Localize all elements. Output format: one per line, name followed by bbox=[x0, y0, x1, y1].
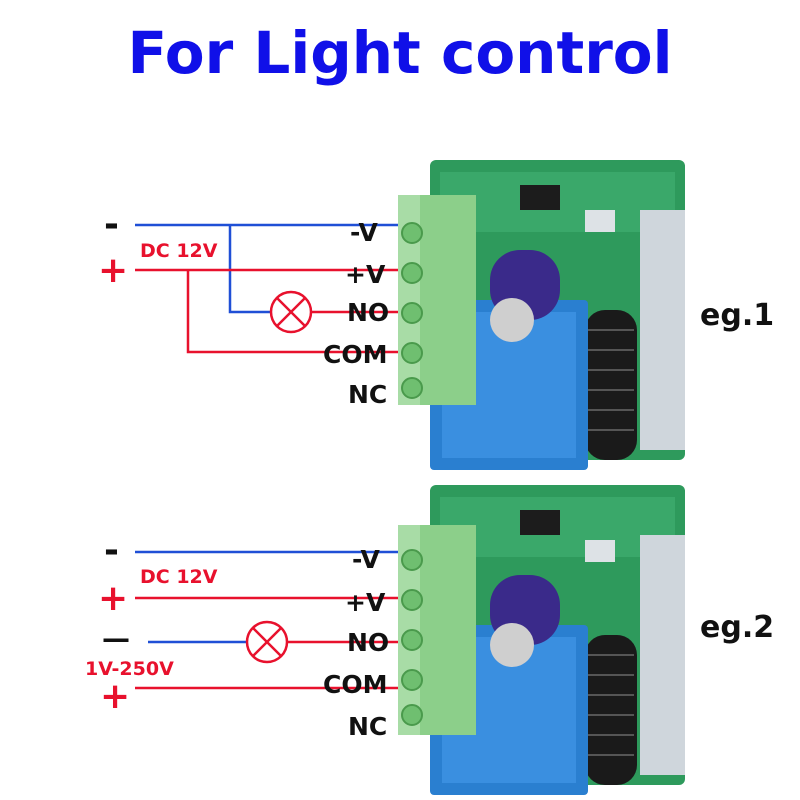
terminal-label-com-2: COM bbox=[323, 670, 388, 699]
terminal-label-plus-v-1: +V bbox=[345, 260, 386, 289]
example-label-2: eg.2 bbox=[700, 610, 775, 645]
example-label-1: eg.1 bbox=[700, 298, 775, 333]
plus-sign-2: + bbox=[98, 578, 129, 619]
terminal-label-nc-1: NC bbox=[348, 380, 388, 409]
page-title: For Light control bbox=[127, 19, 673, 87]
lamp-return-wire-1 bbox=[228, 225, 270, 314]
load-supply-label-2: 1V-250V bbox=[85, 658, 174, 680]
supply-label-2: DC 12V bbox=[140, 566, 218, 588]
supply-label-1: DC 12V bbox=[140, 240, 218, 262]
terminal-label-minus-v-1: -V bbox=[350, 218, 378, 247]
terminal-label-no-1: NO bbox=[347, 298, 390, 327]
terminal-label-nc-2: NC bbox=[348, 712, 388, 741]
lamp-x-icon bbox=[269, 290, 313, 334]
com-jumper-wire-1 bbox=[186, 270, 398, 354]
terminal-screws-2 bbox=[401, 549, 423, 726]
load-minus-sign-2: — bbox=[102, 622, 130, 655]
minus-sign-1: - bbox=[104, 204, 119, 245]
terminal-label-plus-v-2: +V bbox=[345, 588, 386, 617]
plus-sign-1: + bbox=[98, 250, 129, 291]
terminal-screws-1 bbox=[401, 222, 423, 399]
load-plus-sign-2: + bbox=[100, 676, 131, 717]
relay-module-2 bbox=[398, 485, 685, 795]
terminal-label-com-1: COM bbox=[323, 340, 388, 369]
lamp-x-icon bbox=[245, 620, 289, 664]
minus-sign-2: - bbox=[104, 530, 119, 571]
relay-module-1 bbox=[398, 160, 685, 470]
terminal-label-no-2: NO bbox=[347, 628, 390, 657]
terminal-label-minus-v-2: -V bbox=[352, 545, 380, 574]
